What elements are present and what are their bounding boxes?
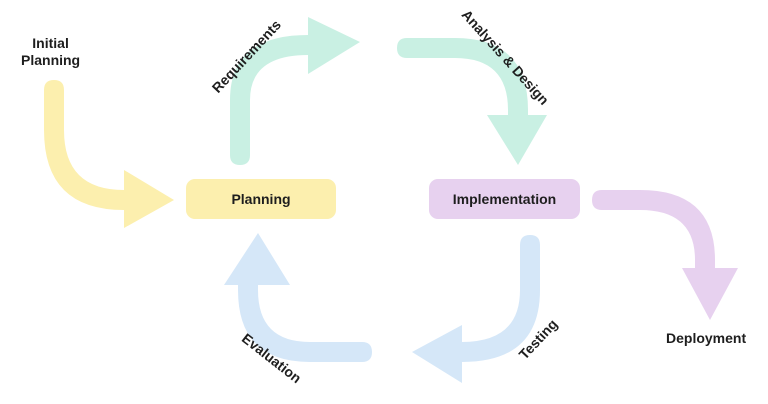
arrow-requirements (230, 17, 360, 165)
node-implementation-label: Implementation (452, 191, 557, 207)
arrow-evaluation (224, 233, 372, 362)
label-deployment: Deployment (666, 330, 747, 346)
label-initial-planning: Initial Planning (21, 35, 80, 69)
arrow-analysis-design (397, 38, 547, 165)
arrow-initial-planning (44, 80, 174, 228)
node-planning: Planning (186, 179, 336, 219)
arrow-deployment (592, 190, 738, 320)
label-initial-line1: Initial (32, 35, 69, 51)
label-initial-line2: Planning (21, 52, 81, 68)
arrow-testing (412, 235, 540, 383)
node-implementation: Implementation (429, 179, 580, 219)
node-planning-label: Planning (231, 191, 291, 207)
